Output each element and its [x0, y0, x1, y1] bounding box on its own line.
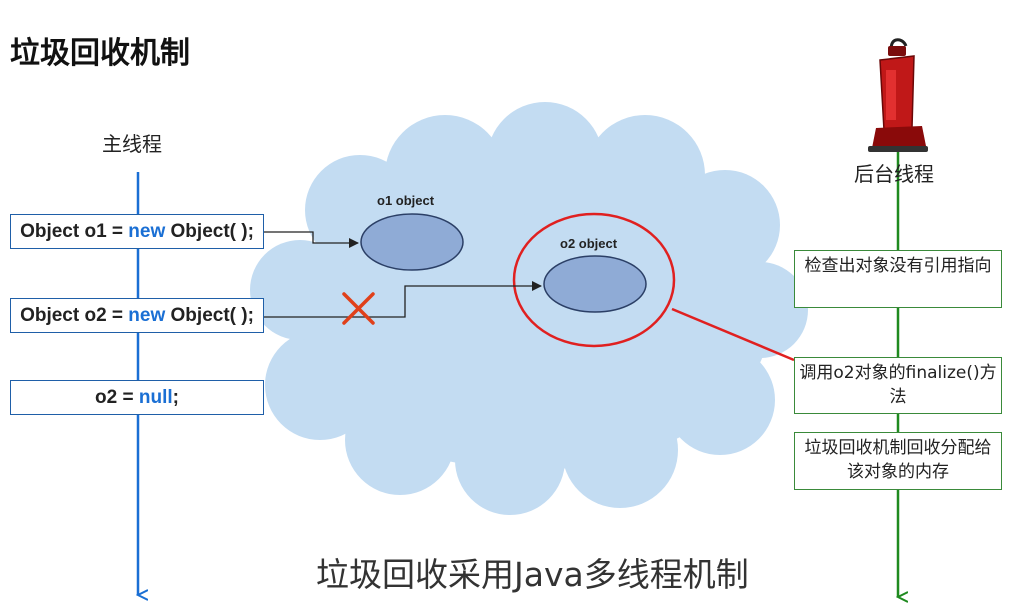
- o2-object-label: o2 object: [560, 236, 618, 251]
- statement-text: Object o1 =: [20, 220, 129, 242]
- statement-keyword: null: [138, 386, 173, 408]
- o1-object-label: o1 object: [377, 193, 435, 208]
- statement-new-o1: Object o1 = new Object( );: [10, 214, 264, 249]
- step-detect-unreferenced: 检查出对象没有引用指向: [794, 250, 1002, 308]
- o2-highlight-circle: [512, 212, 676, 348]
- vacuum-cleaner-icon: [868, 38, 928, 152]
- statement-keyword: new: [128, 304, 166, 326]
- o1-reference-arrow: [264, 231, 359, 248]
- diagram-caption: 垃圾回收采用Java多线程机制: [316, 555, 749, 594]
- statement-text: Object( );: [165, 220, 254, 242]
- statement-text: o2 =: [95, 386, 139, 408]
- background-thread-label: 后台线程: [854, 162, 934, 186]
- heap-cloud: [250, 102, 808, 515]
- o2-object-ellipse: [543, 255, 647, 313]
- statement-keyword: new: [128, 220, 166, 242]
- statement-text: ;: [172, 386, 179, 408]
- statement-text: Object o2 =: [20, 304, 129, 326]
- statement-text: Object( );: [165, 304, 254, 326]
- o2-reference-arrow: [264, 281, 542, 318]
- page-title: 垃圾回收机制: [10, 36, 190, 71]
- statement-new-o2: Object o2 = new Object( );: [10, 298, 264, 333]
- step-call-finalize: 调用o2对象的finalize()方法: [794, 357, 1002, 414]
- cross-mark-icon: [342, 292, 375, 325]
- main-thread-label: 主线程: [102, 132, 162, 156]
- o1-object-ellipse: [360, 213, 464, 271]
- step-reclaim-memory: 垃圾回收机制回收分配给该对象的内存: [794, 432, 1002, 490]
- statement-o2-null: o2 = null;: [10, 380, 264, 415]
- finalize-connector: [671, 307, 795, 362]
